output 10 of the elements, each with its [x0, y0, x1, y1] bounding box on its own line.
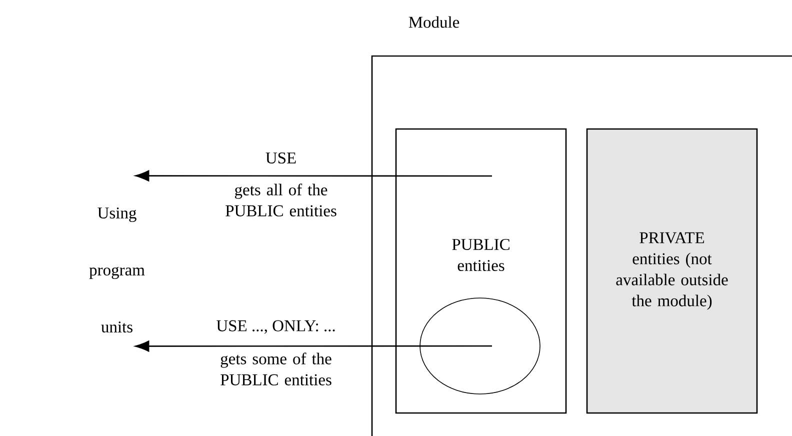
edge-label: USE ..., ONLY: ... [216, 320, 335, 334]
arrow [135, 340, 492, 352]
note-text: gets all of the PUBLIC entities [226, 184, 336, 216]
entity-box: PRIVATE entities (not available outside the module) [586, 128, 758, 414]
entity-box: PUBLIC entities [395, 128, 567, 414]
edge-label: USE [266, 152, 296, 164]
arrow [135, 170, 492, 182]
subset-ellipse [420, 298, 540, 394]
note-text: gets some of the PUBLIC entities [220, 352, 332, 386]
caller-label: Using program units [89, 207, 145, 333]
